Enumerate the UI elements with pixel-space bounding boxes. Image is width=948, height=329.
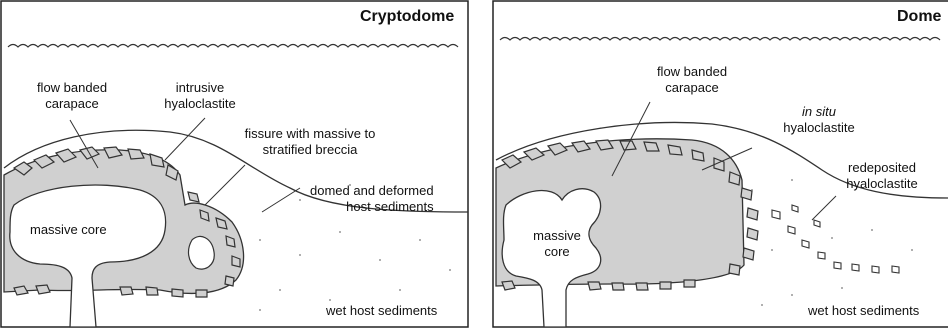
fissure-breccia-label: fissure with massive to stratified brecc… [220, 126, 400, 158]
flow-banded-carapace-label: flow banded carapace [642, 64, 742, 96]
dome-title: Dome [897, 8, 941, 26]
redeposited-hyaloclastite-label: redeposited hyaloclastite [832, 160, 932, 192]
flow-banded-carapace-label: flow banded carapace [22, 80, 122, 112]
massive-core-label: massive core [30, 222, 107, 238]
wet-host-sediments-label: wet host sediments [326, 303, 437, 319]
cryptodome-diagram [0, 0, 470, 329]
massive-core-label: massive core [522, 228, 592, 260]
wet-host-sediments-label: wet host sediments [808, 303, 919, 319]
cryptodome-panel: Cryptodome flow banded carapace intrusiv… [0, 0, 470, 329]
in-situ-hyaloclastite-label: in situ hyaloclastite [764, 104, 874, 136]
dome-panel: Dome flow banded carapace in situ hyaloc… [492, 0, 948, 329]
domed-sediments-label: domed and deformed host sediments [310, 183, 434, 215]
intrusive-hyaloclastite-label: intrusive hyaloclastite [150, 80, 250, 112]
intrusion-lobe [189, 236, 215, 269]
cryptodome-title: Cryptodome [360, 8, 454, 26]
